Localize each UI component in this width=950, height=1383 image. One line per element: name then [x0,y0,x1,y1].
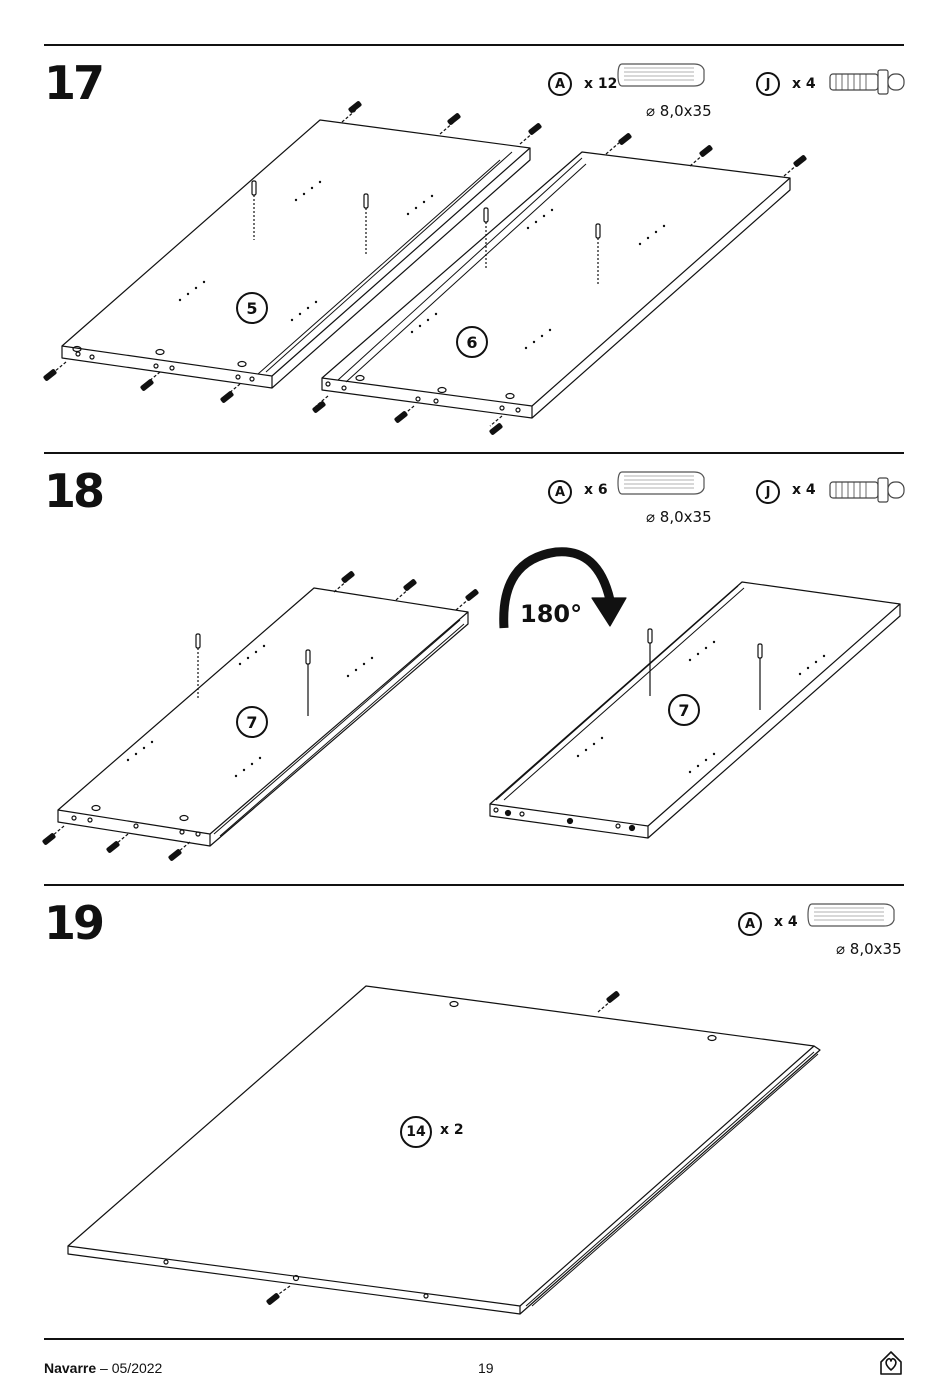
hardware-letter-a: A [548,72,572,96]
footer-date: 05/2022 [111,1360,163,1376]
part-number-5: 5 [236,292,268,324]
step-17-number: 17 [44,56,105,110]
part-number-14: 14 [400,1116,432,1148]
page-number: 19 [478,1360,494,1376]
house-heart-icon [880,1351,902,1375]
rotate-arrow-icon [499,547,627,629]
hardware-qty: x 6 [584,482,608,498]
footer-separator: – [96,1360,112,1376]
part-number-7: 7 [236,706,268,738]
part-quantity: x 2 [440,1122,464,1138]
panel-14 [67,985,821,1315]
hardware-dimension: ⌀ 8,0x35 [646,508,712,526]
panel-6 [321,151,791,419]
hardware-qty: x 4 [774,914,798,930]
hardware-qty: x 4 [792,482,816,498]
hardware-letter-a: A [738,912,762,936]
footer-brand: Navarre – 05/2022 [44,1360,162,1376]
part-number-6: 6 [456,326,488,358]
part-number-7: 7 [668,694,700,726]
hardware-letter-a: A [548,480,572,504]
step-18-number: 18 [44,464,105,518]
hardware-dimension: ⌀ 8,0x35 [836,940,902,958]
hardware-letter-j: J [756,72,780,96]
wooden-dowel-icon [807,903,895,927]
step-19-divider [44,884,904,886]
footer-divider [44,1338,904,1340]
wooden-dowel-icon [617,471,705,495]
cam-bolt-icon [829,477,905,503]
hardware-letter-j: J [756,480,780,504]
wooden-dowel-icon [617,63,705,87]
step-18-divider [44,452,904,454]
hardware-dimension: ⌀ 8,0x35 [646,102,712,120]
cam-bolt-icon [829,69,905,95]
hardware-qty: x 4 [792,76,816,92]
product-name: Navarre [44,1360,97,1376]
step-17-divider [44,44,904,46]
panel-5 [61,119,531,389]
hardware-qty: x 12 [584,76,618,92]
step-19-number: 19 [44,896,105,950]
rotation-label: 180° [520,600,583,628]
